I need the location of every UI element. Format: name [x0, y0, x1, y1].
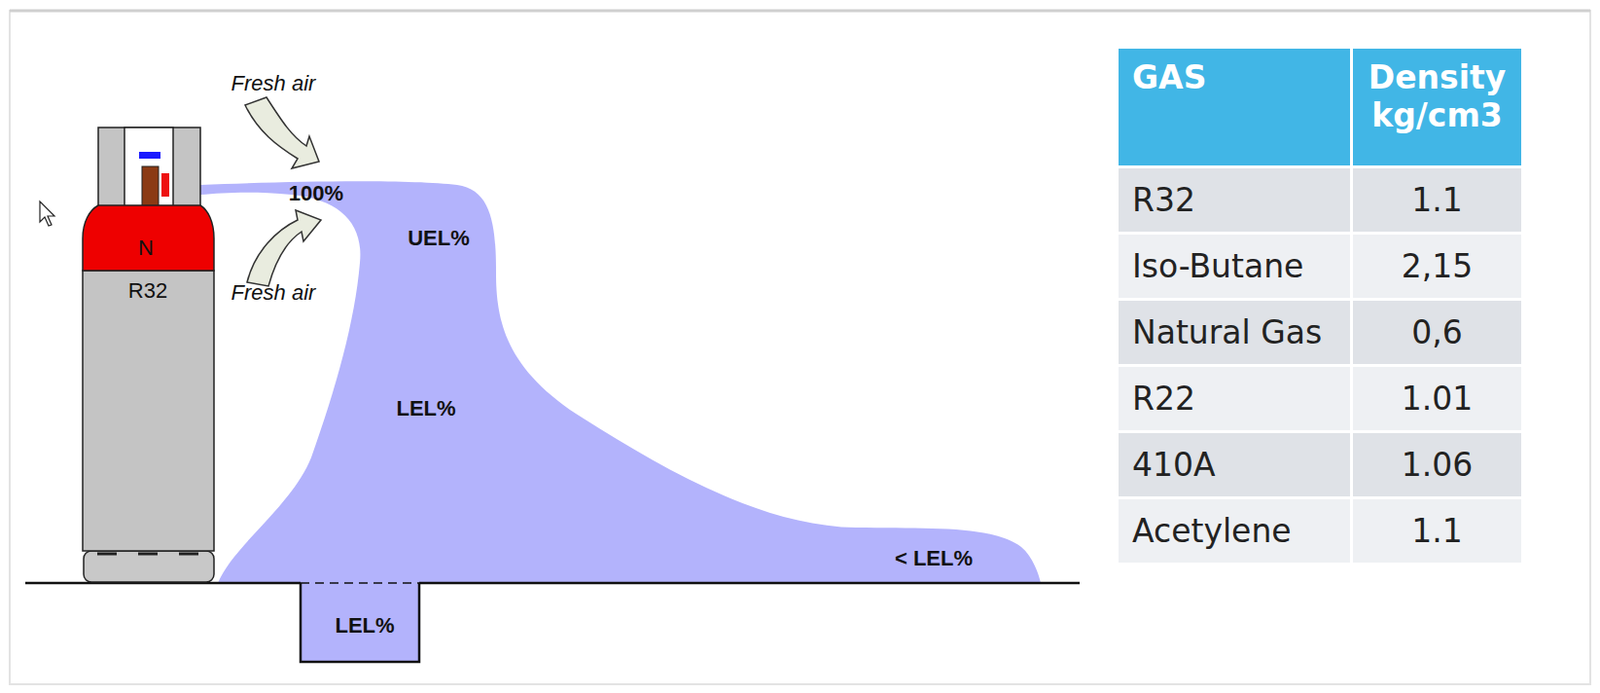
pit-top — [300, 581, 420, 584]
cell-text: 1.06 — [1401, 445, 1473, 484]
cylinder-mark: N — [138, 235, 154, 261]
cylinder-foot — [83, 550, 214, 582]
pit — [300, 582, 420, 662]
table-cell: 2,15 — [1352, 234, 1522, 298]
table-cell: 410A — [1118, 432, 1351, 497]
fresh-air-label: Fresh air — [231, 71, 317, 97]
cylinder-shoulder — [82, 205, 214, 271]
table-cell: Iso-Butane — [1118, 234, 1351, 298]
fresh-air-label: Fresh air — [231, 280, 317, 306]
table-cell: Acetylene — [1118, 498, 1351, 563]
cell-text: 1.1 — [1411, 180, 1462, 219]
table-header: Density kg/cm3 — [1352, 48, 1522, 166]
table-cell: 0,6 — [1352, 300, 1522, 364]
header-text: GAS — [1132, 58, 1207, 97]
concentration-label: 100% — [288, 180, 344, 207]
cell-text: R32 — [1132, 180, 1196, 219]
table-cell: 1.1 — [1352, 498, 1522, 563]
cell-text: 410A — [1132, 445, 1216, 484]
valve-cap — [139, 151, 161, 159]
cell-text: 1.1 — [1411, 511, 1462, 550]
table-cell: R32 — [1118, 168, 1351, 232]
mouse-cursor — [39, 201, 55, 226]
concentration-label: LEL% — [334, 612, 394, 639]
cell-text: Natural Gas — [1132, 313, 1322, 352]
cell-text: Acetylene — [1132, 511, 1292, 550]
table-cell: 1.1 — [1352, 168, 1522, 232]
table-header: GAS — [1118, 48, 1351, 166]
fresh-air-arrow — [245, 97, 320, 169]
cell-text: 0,6 — [1411, 313, 1462, 352]
table-cell: Natural Gas — [1118, 300, 1351, 364]
concentration-label: < LEL% — [894, 545, 973, 571]
frame-top — [9, 9, 1591, 13]
cell-text: 1.01 — [1401, 379, 1473, 418]
concentration-label: UEL% — [407, 225, 470, 251]
pit-gas — [300, 582, 419, 661]
density-table: GASDensity kg/cm3R321.1Iso-Butane2,15Nat… — [1115, 45, 1525, 566]
cell-text: 2,15 — [1401, 247, 1473, 285]
cell-text: R22 — [1132, 379, 1196, 418]
cylinder-body — [82, 270, 214, 551]
header-text: Density kg/cm3 — [1368, 58, 1507, 135]
cylinder-label: R32 — [128, 278, 168, 304]
table-cell: 1.01 — [1352, 366, 1522, 430]
valve-guard — [98, 127, 201, 208]
valve — [142, 166, 159, 208]
valve-handle — [161, 173, 170, 197]
gas-plume — [200, 180, 1041, 583]
ground — [419, 581, 1080, 585]
table-cell: 1.06 — [1352, 432, 1522, 497]
fresh-air-arrow — [247, 210, 321, 286]
concentration-label: LEL% — [395, 395, 456, 422]
table-cell: R22 — [1118, 366, 1351, 430]
frame — [9, 10, 1591, 684]
cell-text: Iso-Butane — [1132, 247, 1304, 285]
